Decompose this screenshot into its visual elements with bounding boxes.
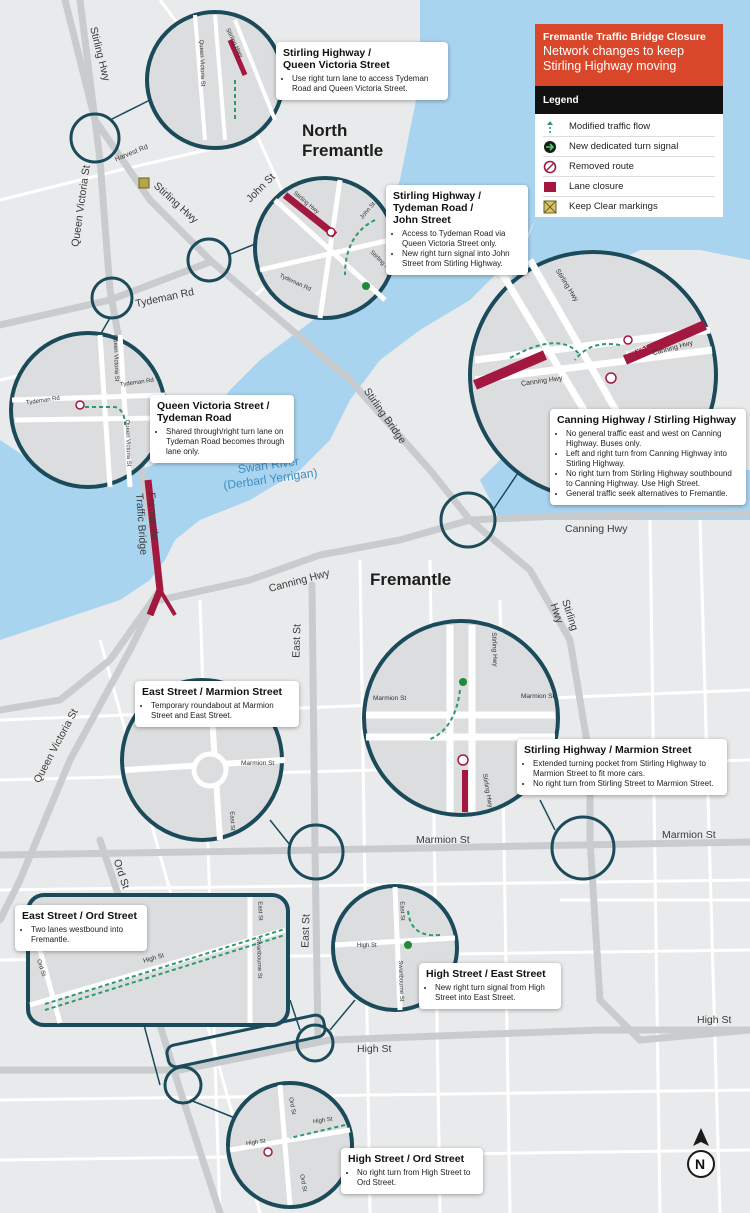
legend-item: Keep Clear markings — [543, 197, 715, 216]
street-high-st-east: High St — [697, 1014, 732, 1026]
north-label: N — [695, 1156, 706, 1172]
callout-bullet: No general traffic east and west on Cann… — [566, 429, 739, 449]
callout-stirling-tydeman-john: Stirling Highway / Tydeman Road / John S… — [386, 185, 528, 275]
high-st-road — [0, 1026, 750, 1074]
ring-canning-stirling — [439, 491, 497, 549]
callout-title: Stirling Highway / Queen Victoria Street — [283, 47, 390, 71]
callout-title: High Street / Ord Street — [348, 1153, 465, 1165]
legend-item: New dedicated turn signal — [543, 137, 715, 157]
callout-title: East Street / Marmion Street — [142, 686, 283, 698]
legend-label: Removed route — [569, 161, 634, 172]
callout-bullet: New right turn signal from High Street i… — [435, 983, 554, 1003]
legend-item: Modified traffic flow — [543, 117, 715, 137]
callout-title: Stirling Highway / Tydeman Road / John S… — [393, 190, 482, 226]
bubble-label: East St — [398, 901, 406, 921]
green-arrow-circle-icon — [543, 140, 563, 154]
callout-bullet: Extended turning pocket from Stirling Hi… — [533, 759, 720, 779]
bubble-label: Marmion St — [373, 695, 407, 702]
callout-bullet: New right turn signal into John Street f… — [402, 249, 521, 269]
callout-stirling-marmion: Stirling Highway / Marmion Street Extend… — [517, 739, 727, 795]
title-box: Fremantle Traffic Bridge Closure Network… — [535, 24, 723, 86]
bubble-label: Stirling Hwy — [490, 632, 499, 667]
ring-stirling-queen-victoria — [69, 112, 121, 164]
callout-bullet: Access to Tydeman Road via Queen Victori… — [402, 229, 521, 249]
marmion-st-road — [0, 838, 750, 859]
street-east-st-south: East St — [299, 913, 313, 949]
no-entry-icon — [543, 160, 563, 174]
street-high-st-mid: High St — [357, 1043, 392, 1055]
bubble-label: East St — [228, 811, 236, 831]
tydeman-rd-road — [0, 258, 214, 329]
bubble-label: High St — [357, 943, 377, 949]
north-arrow: N — [686, 1128, 716, 1180]
callout-bullet: No right turn from High Street to Ord St… — [357, 1168, 476, 1188]
legend-label: Modified traffic flow — [569, 121, 651, 132]
bubble-stirling-marmion — [362, 619, 560, 817]
legend-heading: Legend — [535, 86, 723, 114]
callout-high-east: High Street / East Street New right turn… — [419, 963, 561, 1009]
bubble-queen-victoria-tydeman — [9, 331, 167, 489]
callout-east-marmion: East Street / Marmion Street Temporary r… — [135, 681, 299, 727]
lane-closure-swatch-icon — [543, 180, 563, 194]
suburb-north-fremantle: North Fremantle — [302, 121, 384, 160]
street-canning-hwy-east: Canning Hwy — [565, 523, 628, 535]
legend: Modified traffic flow New dedicated turn… — [535, 114, 723, 217]
callout-bullet: Shared through/right turn lane on Tydema… — [166, 427, 287, 457]
callout-bullet: General traffic seek alternatives to Fre… — [566, 489, 739, 499]
north-arrow-icon — [687, 1128, 715, 1178]
ring-high-east — [295, 1023, 335, 1063]
callout-queen-victoria-tydeman: Queen Victoria Street / Tydeman Road Sha… — [150, 395, 294, 463]
map-subtitle-1: Network changes to keep — [543, 44, 685, 58]
dashed-green-arrow-icon — [543, 120, 563, 134]
ring-queen-victoria-tydeman — [90, 276, 134, 320]
keep-clear-icon — [543, 200, 563, 214]
legend-item: Removed route — [543, 157, 715, 177]
callout-bullet: Two lanes westbound into Fremantle. — [31, 925, 140, 945]
callout-title: Canning Highway / Stirling Highway — [557, 414, 737, 426]
street-fremantle-traffic-bridge: Fremantle Traffic Bridge — [133, 492, 161, 556]
callout-bullet: Left and right turn from Canning Highway… — [566, 449, 739, 469]
ring-stirling-tydeman — [186, 237, 232, 283]
canning-hwy-road — [156, 510, 750, 604]
callout-canning-stirling: Canning Highway / Stirling Highway No ge… — [550, 409, 746, 505]
legend-item: Lane closure — [543, 177, 715, 197]
legend-label: Keep Clear markings — [569, 201, 658, 212]
callout-high-ord: High Street / Ord Street No right turn f… — [341, 1148, 483, 1194]
map-title: Fremantle Traffic Bridge Closure — [543, 31, 706, 43]
bubble-stirling-tydeman-john — [253, 176, 397, 320]
callout-bullet: No right turn from Stirling Highway sout… — [566, 469, 739, 489]
bubble-stirling-queen-victoria — [145, 10, 285, 150]
callout-east-ord: East Street / Ord Street Two lanes westb… — [15, 905, 147, 951]
street-marmion-st-mid: Marmion St — [416, 834, 470, 846]
callout-stirling-queen-victoria: Stirling Highway / Queen Victoria Street… — [276, 42, 448, 100]
legend-label: Lane closure — [569, 181, 624, 192]
callout-bullet: Use right turn lane to access Tydeman Ro… — [292, 74, 441, 94]
swan-river — [0, 0, 535, 640]
callout-title: Stirling Highway / Marmion Street — [524, 744, 692, 756]
ring-east-marmion — [287, 823, 345, 881]
bubble-label: East St — [256, 901, 264, 921]
bubble-label: Marmion St — [241, 760, 275, 767]
street-marmion-st-east: Marmion St — [662, 829, 716, 841]
callout-title: Queen Victoria Street / Tydeman Road — [157, 400, 270, 424]
keep-clear-marker — [138, 177, 150, 189]
rect-high-st-segment — [165, 1013, 327, 1069]
bubble-high-ord — [226, 1081, 354, 1209]
map-subtitle-2: Stirling Highway moving — [543, 59, 677, 73]
callout-bullet: No right turn from Stirling Street to Ma… — [533, 779, 720, 789]
suburb-fremantle: Fremantle — [370, 570, 452, 589]
callout-title: East Street / Ord Street — [22, 910, 137, 922]
street-east-st-north: East St — [290, 623, 304, 659]
ring-stirling-marmion — [550, 815, 616, 881]
legend-label: New dedicated turn signal — [569, 141, 679, 152]
bubble-label: Marmion St — [521, 693, 555, 700]
callout-title: High Street / East Street — [426, 968, 546, 980]
callout-bullet: Temporary roundabout at Marmion Street a… — [151, 701, 292, 721]
